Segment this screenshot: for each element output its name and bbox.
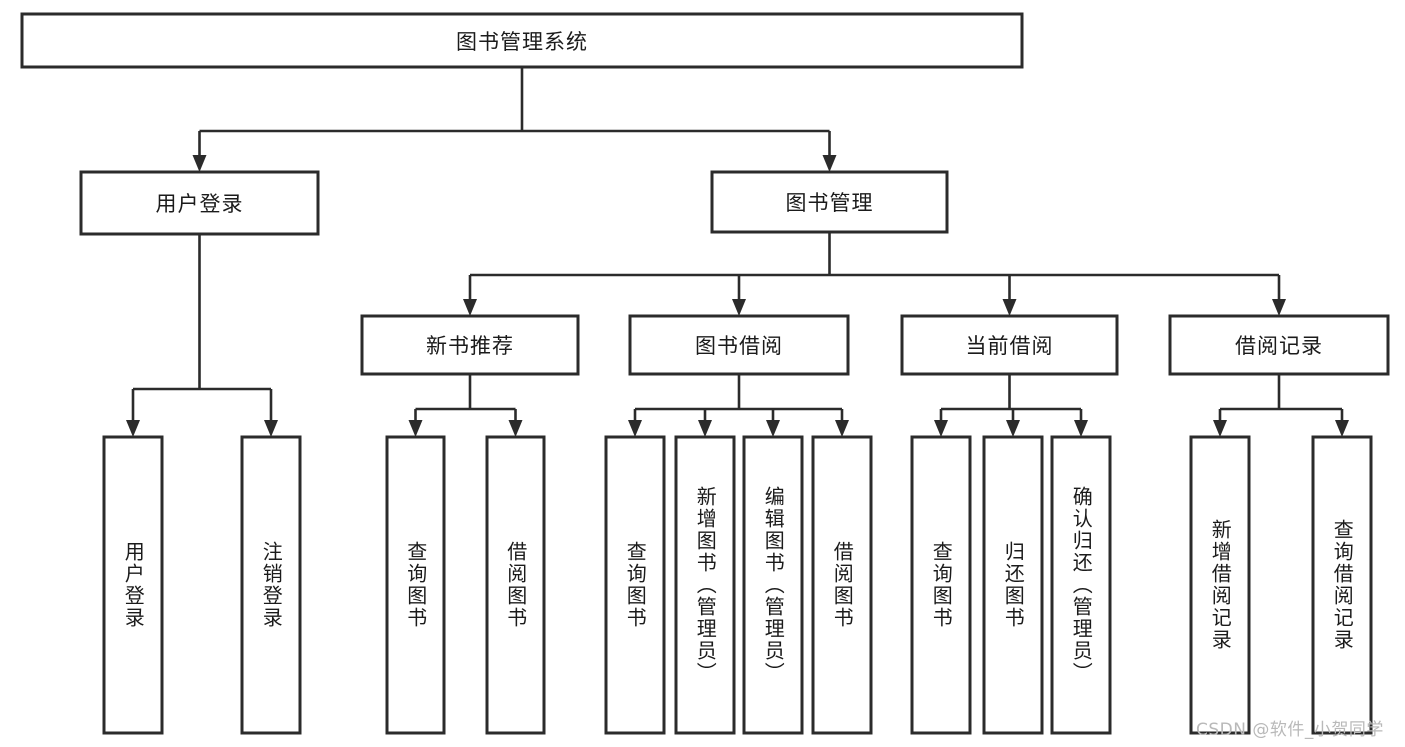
- leaf-box-leaf-borrow-book-2[interactable]: [811, 435, 873, 735]
- leaf-box-leaf-user-logout[interactable]: [240, 435, 302, 735]
- arrow-head-icon: [835, 420, 849, 437]
- leaf-box-leaf-borrow-book-1[interactable]: [485, 435, 546, 735]
- node-box-user-login[interactable]: [79, 170, 320, 236]
- leaf-box-leaf-query-borrow-record[interactable]: [1311, 435, 1373, 735]
- node-box-new-book-recommend[interactable]: [360, 314, 580, 376]
- arrow-head-icon: [1074, 420, 1088, 437]
- arrow-head-icon: [934, 420, 948, 437]
- connector-layer: [126, 67, 1349, 437]
- arrow-head-icon: [126, 420, 140, 437]
- arrow-head-icon: [264, 420, 278, 437]
- arrow-head-icon: [766, 420, 780, 437]
- node-box-book-borrow[interactable]: [628, 314, 850, 376]
- arrow-head-icon: [1002, 299, 1017, 316]
- arrow-head-icon: [1006, 420, 1020, 437]
- leaf-box-leaf-query-book-3[interactable]: [910, 435, 972, 735]
- node-box-borrow-record[interactable]: [1168, 314, 1390, 376]
- leaf-box-leaf-edit-book-admin[interactable]: [742, 435, 804, 735]
- arrow-head-icon: [408, 420, 423, 437]
- arrow-head-icon: [508, 420, 523, 437]
- arrow-head-icon: [463, 299, 477, 316]
- node-box-book-manage[interactable]: [710, 170, 949, 234]
- leaf-box-leaf-confirm-return-admin[interactable]: [1050, 435, 1112, 735]
- arrow-head-icon: [1335, 420, 1349, 437]
- leaf-box-leaf-user-login[interactable]: [102, 435, 164, 735]
- arrow-head-icon: [822, 155, 837, 172]
- arrow-head-icon: [1213, 420, 1227, 437]
- leaf-box-leaf-return-book[interactable]: [982, 435, 1044, 735]
- node-box-root[interactable]: [20, 12, 1024, 69]
- leaf-box-leaf-query-book-1[interactable]: [385, 435, 446, 735]
- box-layer: [20, 12, 1390, 735]
- arrow-head-icon: [192, 155, 207, 172]
- leaf-box-leaf-add-book-admin[interactable]: [674, 435, 736, 735]
- csdn-watermark: CSDN @软件_小贺同学: [1196, 720, 1384, 740]
- arrow-head-icon: [698, 420, 712, 437]
- leaf-box-leaf-query-book-2[interactable]: [604, 435, 666, 735]
- node-box-current-borrow[interactable]: [900, 314, 1119, 376]
- arrow-head-icon: [628, 420, 642, 437]
- arrow-head-icon: [732, 299, 746, 316]
- arrow-head-icon: [1272, 299, 1286, 316]
- leaf-box-leaf-add-borrow-record[interactable]: [1189, 435, 1251, 735]
